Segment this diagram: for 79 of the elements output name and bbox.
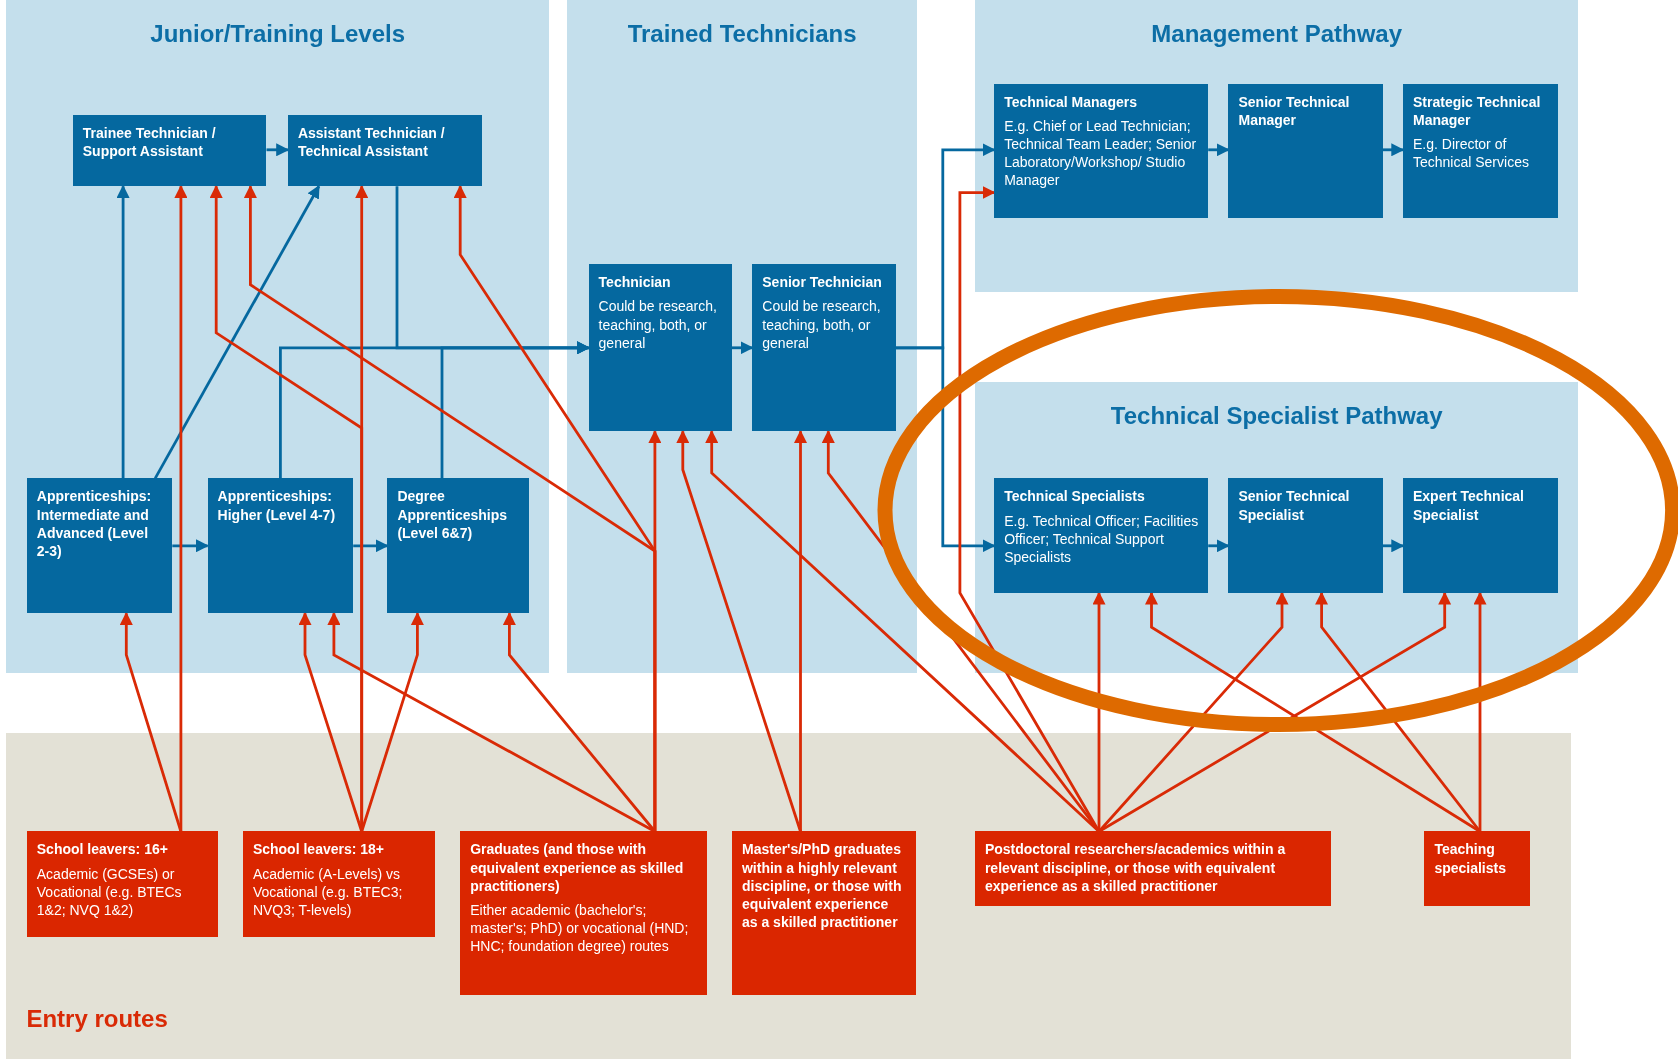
box-heading: Expert Technical Specialist [1413,487,1525,524]
connector-arrow [1098,591,1452,833]
connector-arrow [1208,143,1230,157]
box-description: E.g. Chief or Lead Technician; Technical Team Leader; Senior Laboratory/Workshop/ Studio Manager [1004,116,1198,190]
box-heading: Senior Technician [762,273,883,292]
role-box [387,478,529,614]
entry-route-box [26,831,219,938]
box-heading: Degree Apprenticeships (Level 6&7) [397,487,509,542]
pathway-panel [6,0,549,674]
box-description: Could be research, teaching, both, or general [598,297,718,353]
connector-arrow [1208,539,1230,553]
box-heading: Apprenticeships: Higher (Level 4-7) [217,487,337,524]
box-heading: Postdoctoral researchers/academics within a relevant discipline, or those with equivalent experience as a skilled practitioner [984,840,1287,896]
role-box [588,264,732,432]
connector-arrow [648,430,662,832]
connector-arrow [1382,143,1405,157]
role-box [287,114,482,187]
box-heading: Trainee Technician / Support Assistant [82,123,217,160]
box-heading: Senior Technical Specialist [1238,487,1351,524]
role-box [1228,83,1383,219]
connector-arrow [440,341,590,479]
connector-arrow [732,341,754,355]
connector-arrow [119,611,183,832]
connector-arrow [360,611,424,832]
connector-arrow [895,346,996,553]
entry-routes-band [6,733,1571,1059]
role-box [26,478,173,614]
role-box [994,478,1209,593]
role-box [994,83,1209,219]
panel-title: Junior/Training Levels [149,20,407,48]
connector-arrow [1382,539,1405,553]
role-box [1228,478,1383,593]
entry-route-box [242,831,436,938]
connector-arrow [153,185,321,480]
entry-route-box [1424,831,1531,907]
pathway-panel [974,0,1579,293]
panel-title: Trained Technicians [626,20,858,48]
pathway-panel [567,0,918,674]
box-description: E.g. Technical Officer; Facilities Officer; Technical Support Specialists [1004,511,1199,567]
entry-route-box [460,831,708,996]
band-title: Entry routes [26,1005,168,1034]
connector-arrow [1092,591,1106,832]
box-heading: Technician [598,273,672,292]
box-heading: Graduates (and those with equivalent experience as skilled practitioners) [470,840,685,896]
box-heading: Technical Specialists [1004,487,1146,506]
panel-title: Technical Specialist Pathway [1109,402,1444,430]
box-heading: Senior Technical Manager [1238,92,1351,129]
box-description: Either academic (bachelor's; master's; PhD) or vocational (HND; HNC; foundation degree) routes [470,901,690,956]
role-box [207,478,354,614]
box-heading: School leavers: 16+ [36,840,169,859]
box-description: Could be research, teaching, both, or general [762,297,882,353]
entry-route-box [974,831,1332,907]
role-box [1403,478,1559,593]
box-description: Academic (GCSEs) or Vocational (e.g. BTECs 1&2; NVQ 1&2) [36,864,183,920]
connector-arrow [676,430,802,832]
box-description: Academic (A-Levels) vs Vocational (e.g. BTEC3; NVQ3; T-levels) [252,864,404,920]
connector-arrow [1097,591,1289,833]
box-description: E.g. Director of Technical Services [1413,134,1530,172]
connector-arrow [298,611,364,832]
box-heading: Master's/PhD graduates within a highly relevant discipline, or those with equivalent experience as a skilled practitioner [742,840,903,932]
box-heading: Strategic Technical Manager [1413,92,1542,129]
box-heading: Assistant Technician / Technical Assistant [297,123,446,160]
box-heading: Technical Managers [1004,92,1138,111]
entry-route-box [732,831,917,996]
panel-title: Management Pathway [1150,20,1404,48]
connector-arrow [794,430,807,832]
role-box [752,264,896,432]
connector-arrow [266,143,290,157]
box-heading: Teaching specialists [1434,840,1507,877]
role-box [1403,83,1559,219]
role-box [72,114,267,187]
box-heading: Apprenticeships: Intermediate and Advanced (Level 2-3) [36,487,153,561]
connector-arrow [353,539,389,553]
connector-arrow [174,184,188,832]
pathway-panel [974,382,1579,674]
connector-arrow [1473,591,1487,832]
box-heading: School leavers: 18+ [252,840,386,859]
connector-arrow [116,184,130,479]
connector-arrow [172,539,209,553]
